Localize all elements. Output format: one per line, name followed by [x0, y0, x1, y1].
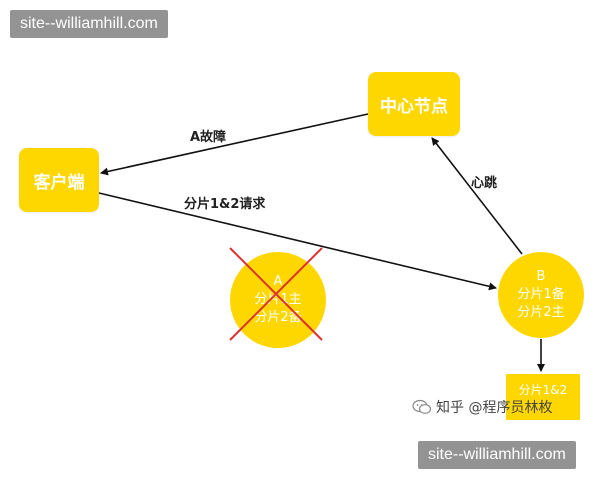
- credit: 知乎 @程序员林枚: [412, 397, 552, 417]
- node-b-name: B: [536, 269, 546, 284]
- node-b-line2: 分片2主: [517, 305, 565, 320]
- node-b: B 分片1备 分片2主: [498, 252, 584, 338]
- center-node: 中心节点: [368, 72, 460, 136]
- client-label: 客户端: [33, 172, 85, 193]
- credit-text: 知乎 @程序员林枚: [436, 400, 553, 416]
- watermark-top: site‐‐williamhill.com: [10, 10, 168, 38]
- node-a: A 分片1主 分片2备: [230, 252, 326, 348]
- shard-box-label: 分片1&2: [518, 383, 568, 397]
- node-a-name: A: [273, 274, 283, 289]
- request-arrow: [98, 192, 497, 291]
- heartbeat-arrow: [431, 137, 523, 255]
- watermark-bottom: site‐‐williamhill.com: [418, 441, 576, 469]
- node-b-line1: 分片1备: [517, 287, 565, 302]
- node-a-line2: 分片2备: [254, 310, 302, 325]
- fault-label: A故障: [190, 130, 227, 145]
- node-a-line1: 分片1主: [254, 292, 302, 307]
- shard-box: 分片1&2: [506, 374, 580, 420]
- wechat-icon: [412, 399, 432, 415]
- client-node: 客户端: [19, 148, 99, 212]
- center-label: 中心节点: [380, 96, 448, 117]
- heartbeat-label: 心跳: [471, 176, 498, 191]
- fault-arrow: [100, 113, 369, 176]
- request-label: 分片1&2请求: [184, 197, 266, 212]
